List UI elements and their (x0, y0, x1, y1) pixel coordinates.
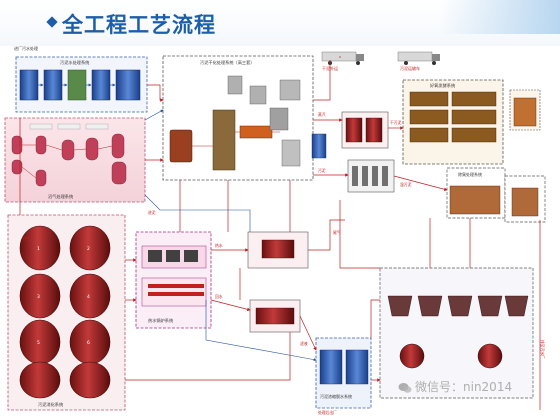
clarifier-section (379, 267, 534, 399)
watermark-text: 微信号：nin2014 (415, 380, 513, 394)
blue-flow-lines (144, 109, 317, 362)
flow-label-group: 沼气 热水 蒸汽 污泥 回水 干污泥 湿污泥 尾气 滤液 处理后出厂 进泥 排至… (22, 112, 545, 415)
composting-system: 好氧发酵系统 (402, 79, 541, 165)
title-bar: 全工程工艺流程 (0, 0, 560, 46)
sewage-treatment-system: 污泥水处理系统 (15, 56, 148, 113)
hot-water-boiler-system: 热水锅炉系统 (135, 231, 212, 329)
label-filtrate: 滤液 (300, 341, 308, 346)
heat-boiler-label: 热水锅炉系统 (148, 317, 173, 324)
biogas-treatment-system: 沼气处理系统 (4, 117, 146, 203)
drying-system-label: 污泥干化处理系统（高三套） (200, 59, 254, 66)
svg-text:6: 6 (87, 340, 90, 346)
deodor-system-label: 除臭处理系统 (458, 171, 482, 177)
truck-group: 干泥外运 污泥运输车 (321, 51, 440, 71)
label-dry-sludge: 干污泥 (390, 120, 402, 125)
label-outlet: 处理后出厂 (318, 410, 337, 415)
page-title: 全工程工艺流程 (62, 13, 216, 37)
svg-text:5: 5 (37, 340, 40, 346)
sludge-dewatering-system: 污泥浓缩脱水系统 (315, 337, 372, 409)
biogas-system-label: 沼气处理系统 (48, 193, 73, 200)
label-wet-sludge: 湿污泥 (400, 182, 412, 187)
sewage-system-label: 污泥水处理系统 (60, 59, 89, 66)
digestion-system-label: 污泥消化系统 (38, 401, 63, 408)
sludge-digestion-system: 污泥消化系统 1 2 3 4 5 6 (7, 214, 126, 411)
label-discharge: 排至污水厂 (540, 340, 545, 359)
truck2-label: 污泥运输车 (400, 65, 420, 71)
storage-units (311, 111, 395, 193)
flow-lines (19, 56, 541, 410)
label-biogas: 沼气 (22, 236, 30, 241)
top-note: 进厂污水处理 (14, 45, 38, 51)
wechat-icon (398, 382, 412, 393)
label-hot-water: 热水 (215, 243, 223, 248)
label-in-sludge: 进泥 (148, 210, 156, 215)
heat-exchanger-units (247, 231, 309, 333)
dewater-system-label: 污泥浓缩脱水系统 (320, 393, 352, 399)
watermark: 微信号：nin2014 (398, 378, 512, 395)
label-exhaust: 尾气 (333, 230, 341, 235)
svg-text:4: 4 (87, 294, 90, 300)
label-sludge: 污泥 (318, 168, 326, 173)
label-steam: 蒸汽 (318, 112, 326, 117)
svg-text:1: 1 (37, 246, 40, 252)
label-return-water: 回水 (215, 294, 223, 299)
sludge-drying-system: 污泥干化处理系统（高三套） (162, 55, 314, 181)
corner-decoration (440, 0, 560, 34)
composting-system-label: 好氧发酵系统 (430, 82, 455, 89)
deodor-system: 除臭处理系统 (446, 167, 546, 223)
svg-text:2: 2 (87, 246, 90, 252)
svg-text:3: 3 (37, 294, 40, 300)
